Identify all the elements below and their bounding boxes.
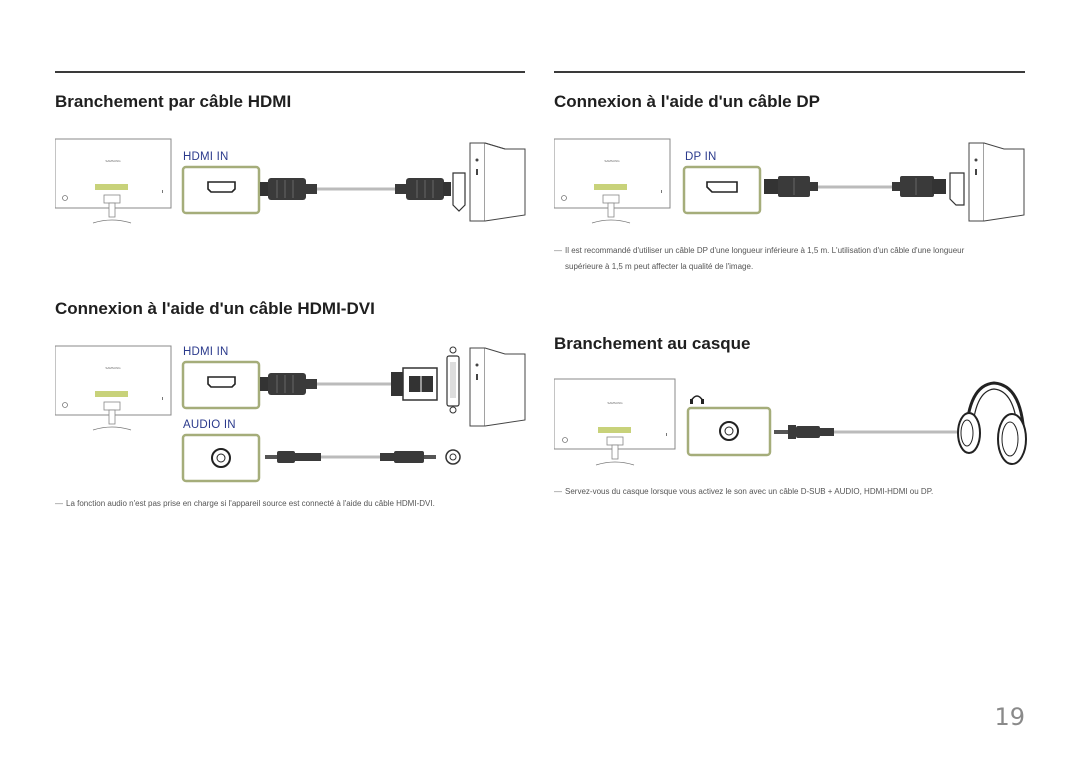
hdmi-dvi-note: —La fonction audio n'est pas prise en ch… (55, 496, 525, 512)
note-dash-icon: — (55, 499, 63, 508)
note-dash-icon: — (554, 487, 562, 496)
hdmi-in-label: HDMI IN (183, 151, 229, 163)
monitor-illustration: SAMSUNG (554, 378, 676, 466)
section-rule-right (554, 71, 1025, 73)
hdmi-dvi-connection-diagram: SAMSUNG (55, 345, 526, 483)
heading-hdmi: Branchement par câble HDMI (55, 92, 292, 111)
monitor-brand: SAMSUNG (604, 159, 620, 163)
monitor-illustration: SAMSUNG (554, 138, 671, 224)
monitor-brand: SAMSUNG (105, 366, 121, 370)
heading-headphone: Branchement au casque (554, 334, 751, 353)
monitor-brand: SAMSUNG (105, 159, 121, 163)
dp-note-line1: Il est recommandé d'utiliser un câble DP… (565, 246, 965, 255)
heading-dp: Connexion à l'aide d'un câble DP (554, 92, 820, 111)
note-dash-icon: — (554, 246, 562, 255)
hdmi-connection-diagram: SAMSUNG (55, 138, 526, 224)
dp-note: —Il est recommandé d'utiliser un câble D… (554, 243, 1034, 275)
headphone-connection-diagram: SAMSUNG (554, 378, 1027, 466)
headphone-note: —Servez-vous du casque lorsque vous acti… (554, 484, 1034, 500)
heading-hdmi-dvi: Connexion à l'aide d'un câble HDMI-DVI (55, 299, 375, 318)
dp-in-label: DP IN (685, 151, 717, 163)
dp-connection-diagram: SAMSUNG (554, 138, 1025, 224)
monitor-illustration: SAMSUNG (55, 345, 172, 431)
pc-tower-illustration (469, 142, 526, 222)
headphone-note-text: Servez-vous du casque lorsque vous activ… (565, 487, 934, 496)
headphone-icon (690, 395, 704, 404)
section-rule-left (55, 71, 525, 73)
pc-tower-illustration (968, 142, 1025, 222)
headphones-illustration (957, 381, 1027, 465)
page-number: 19 (994, 703, 1025, 731)
monitor-illustration: SAMSUNG (55, 138, 172, 224)
monitor-brand: SAMSUNG (607, 401, 623, 405)
hdmi-dvi-hdmi-in-label: HDMI IN (183, 346, 229, 358)
dp-note-line2: supérieure à 1,5 m peut affecter la qual… (565, 262, 754, 271)
hdmi-dvi-note-text: La fonction audio n'est pas prise en cha… (66, 499, 435, 508)
pc-tower-illustration (469, 347, 526, 427)
audio-in-label: AUDIO IN (183, 419, 236, 431)
